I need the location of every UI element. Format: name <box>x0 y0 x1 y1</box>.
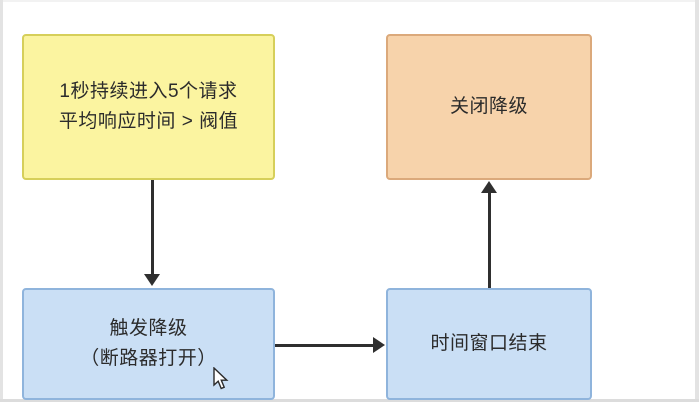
node-window-end[interactable]: 时间窗口结束 <box>386 288 592 400</box>
arrow-head-down-icon <box>144 274 160 286</box>
node-close-degrade[interactable]: 关闭降级 <box>386 34 592 180</box>
frame-edge-right <box>695 0 699 402</box>
arrow-shaft <box>151 180 154 276</box>
node-trigger-condition[interactable]: 1秒持续进入5个请求 平均响应时间 > 阀值 <box>22 34 275 180</box>
arrow-head-right-icon <box>373 337 385 353</box>
node-trigger-degrade-label: 触发降级 （断路器打开） <box>80 318 217 369</box>
frame-edge-bottom <box>0 399 699 402</box>
node-trigger-degrade[interactable]: 触发降级 （断路器打开） <box>22 288 275 400</box>
frame-edge-top <box>0 0 699 2</box>
arrow-head-up-icon <box>481 181 497 193</box>
node-window-end-label: 时间窗口结束 <box>430 333 548 354</box>
arrow-shaft <box>275 344 374 347</box>
frame-edge-left <box>0 0 3 402</box>
arrow-shaft <box>488 192 491 288</box>
mouse-pointer-icon <box>213 367 229 390</box>
node-trigger-condition-label: 1秒持续进入5个请求 平均响应时间 > 阀值 <box>58 81 239 132</box>
node-close-degrade-label: 关闭降级 <box>449 96 528 117</box>
